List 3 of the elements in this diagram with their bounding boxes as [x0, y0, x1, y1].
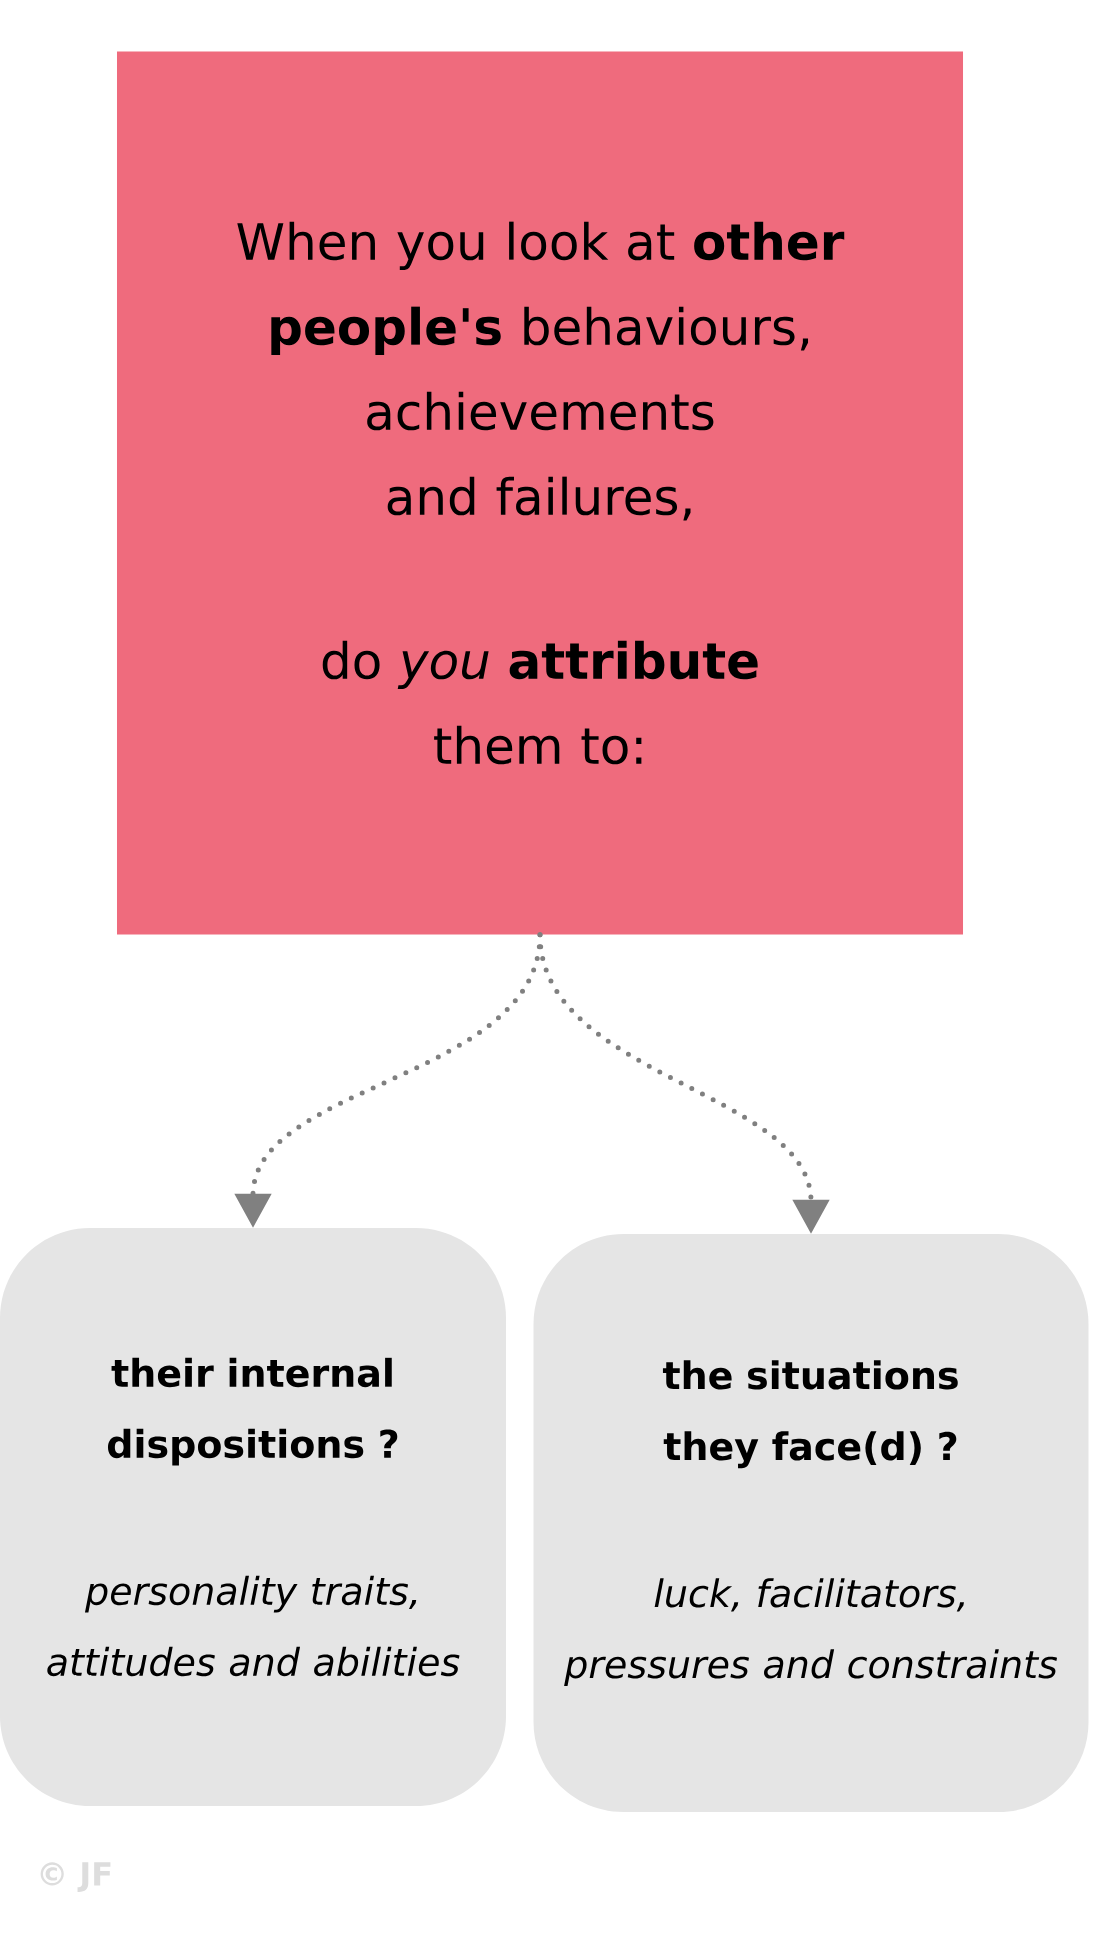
- answer-box: the situations they face(d) ? luck, facilitators, pressures and constraints: [533, 1234, 1089, 1812]
- answer-box: their internal dispositions ? personality traits, attitudes and abilities: [0, 1228, 506, 1806]
- question-box: When you look at other people's behaviours, achievements and failures, do you attribute them to:: [117, 51, 963, 935]
